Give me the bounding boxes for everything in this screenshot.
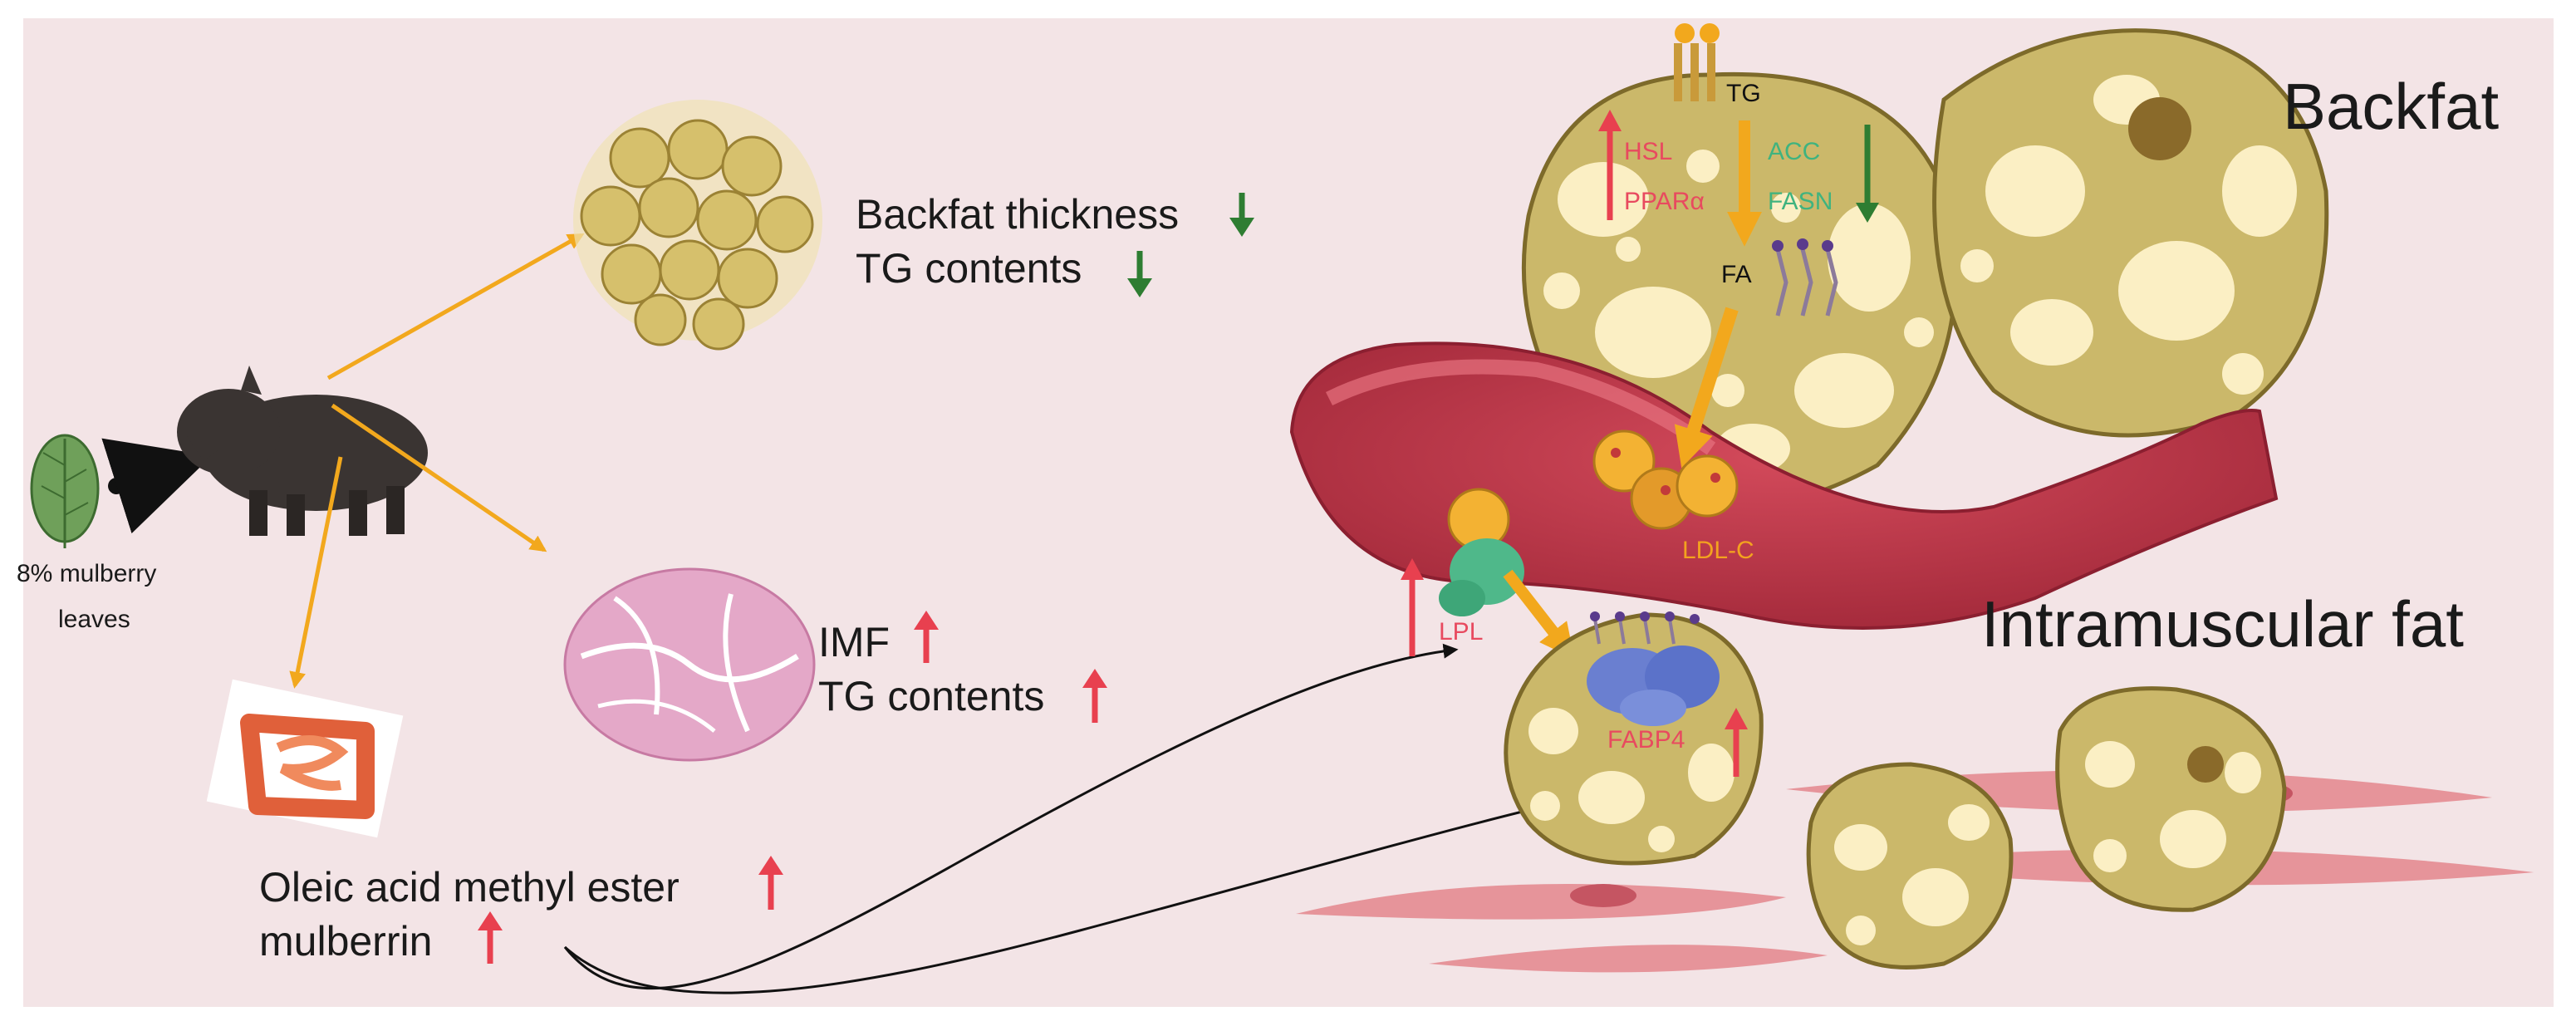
feed-arrow (101, 438, 212, 534)
tg-label: TG (1726, 80, 1761, 107)
imf-adipocyte-right-a (1806, 762, 2014, 970)
arrow-to-intestine (289, 456, 343, 689)
imf-transporter-dots (1590, 611, 1700, 624)
up-arrow-head-oleic (758, 856, 783, 875)
up-arrow-head-imf (914, 611, 939, 630)
lpl-label: LPL (1439, 618, 1483, 646)
hsl-label: HSL (1624, 138, 1672, 165)
tg-contents-backfat-label: TG contents (856, 245, 1082, 292)
lpl-to-imf-arrow (1503, 569, 1575, 660)
acc-label: ACC (1768, 138, 1820, 165)
down-arrow-head-tg-backfat (1127, 278, 1152, 297)
lpl-enzyme-icon (1439, 538, 1524, 616)
fa-label: FA (1721, 261, 1752, 288)
ppar-label: PPARα (1624, 188, 1705, 215)
mulberrin-label: mulberrin (259, 918, 432, 965)
mulberry-leaf-icon (30, 434, 100, 548)
up-arrow-head-mulberrin (478, 911, 503, 930)
fabp4-protein-icon (1587, 646, 1720, 726)
ldlc-label: LDL-C (1682, 537, 1754, 564)
blood-vessel (1289, 341, 2279, 630)
mulberrin-to-lpl-curve (563, 643, 1459, 990)
membrane-receptor-top (1674, 23, 1720, 101)
intramuscular-fat-title: Intramuscular fat (1981, 587, 2464, 660)
mulberrin-to-fabp4-curve (563, 778, 1652, 994)
leaf-label-line2: leaves (58, 606, 130, 633)
fa-transporter (1775, 248, 1838, 317)
fa-to-ldlc-arrow (1674, 307, 1739, 469)
backfat-tissue-icon (573, 100, 822, 351)
backfat-thickness-label: Backfat thickness (856, 191, 1179, 238)
imf-adipocyte-right-b (2055, 686, 2287, 912)
oleic-acid-label: Oleic acid methyl ester (259, 864, 680, 911)
fasn-label: FASN (1768, 188, 1833, 215)
down-arrow-head-backfat-thickness (1229, 218, 1254, 237)
arrow-to-backfat (326, 233, 585, 380)
down-arrow-head-acc-fasn (1856, 203, 1879, 223)
arrow-to-muscle (331, 403, 547, 552)
imf-membrane-transporter (1593, 618, 1676, 645)
up-arrow-head-lpl (1401, 558, 1424, 580)
backfat-title: Backfat (2283, 70, 2499, 143)
wild-boar-icon (177, 366, 428, 536)
fa-transporter-dots (1772, 238, 1833, 252)
imf-label: IMF (818, 619, 890, 665)
up-arrow-head-tg-imf (1082, 669, 1107, 688)
backfat-adipocyte-right (1932, 28, 2329, 438)
tg-contents-imf-label: TG contents (818, 673, 1044, 719)
up-arrow-head-hsl-ppar (1598, 110, 1622, 131)
up-arrow-head-fabp4 (1725, 708, 1748, 729)
muscle-tissue-icon (563, 567, 816, 762)
fabp4-label: FABP4 (1607, 726, 1685, 754)
intestine-icon (206, 679, 404, 838)
leaf-label-line1: 8% mulberry (17, 560, 156, 587)
ldl-particles (1447, 430, 1739, 551)
